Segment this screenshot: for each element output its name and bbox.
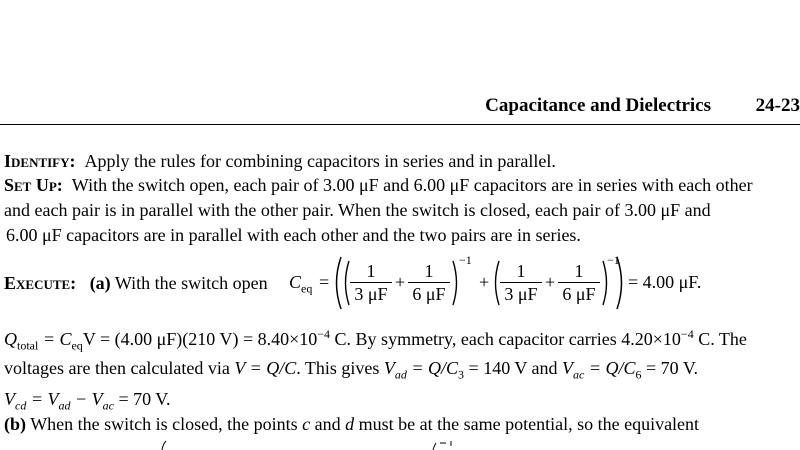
execute-line: Execute: (a) With the switch open <box>4 272 268 294</box>
inner-right-paren-2 <box>602 260 608 306</box>
part-a-label: (a) <box>89 273 111 293</box>
running-head-title: Capacitance and Dielectrics <box>485 95 711 116</box>
setup-line-1: Set Up: With the switch open, each pair … <box>4 174 753 196</box>
plus-sign-1: + <box>395 272 406 292</box>
execute-label: Execute: <box>4 273 77 293</box>
setup-text-1: With the switch open, each pair of 3.00 … <box>71 175 753 195</box>
equation-result: = 4.00 μF. <box>628 272 702 292</box>
setup-label: Set Up: <box>4 175 63 195</box>
setup-line-3: 6.00 μF capacitors are in parallel with … <box>6 225 581 245</box>
equals-sign: = <box>319 272 330 292</box>
identify-paragraph: Identify: Apply the rules for combining … <box>4 150 556 172</box>
execute-intro: With the switch open <box>114 273 268 293</box>
page-number: 24-23 <box>755 95 800 116</box>
voltages-line: voltages are then calculated via V = Q/C… <box>4 358 699 382</box>
ceq-symbol: Ceq <box>289 272 313 296</box>
part-b-line: (b) When the switch is closed, the point… <box>4 414 700 434</box>
identify-label: Identify: <box>4 151 76 171</box>
outer-right-paren <box>616 256 623 310</box>
plus-sign-2: + <box>479 272 490 292</box>
inner-right-paren-1 <box>452 260 458 306</box>
running-head: Capacitance and Dielectrics 24-23 <box>0 95 800 119</box>
qtotal-line: Qtotal = CeqV = (4.00 μF)(210 V) = 8.40×… <box>4 327 747 353</box>
part-b-label: (b) <box>4 414 26 434</box>
exponent-1: −1 <box>459 253 472 267</box>
header-rule <box>0 124 800 125</box>
vcd-line: Vcd = Vad − Vac = 70 V. <box>4 389 171 413</box>
next-equation-fragment <box>161 440 452 450</box>
setup-line-2: and each pair is in parallel with the ot… <box>4 200 711 220</box>
inner-left-paren-1 <box>344 260 350 306</box>
identify-text: Apply the rules for combining capacitors… <box>84 151 556 171</box>
exponent-2: −1 <box>607 253 620 267</box>
inner-left-paren-2 <box>494 260 500 306</box>
plus-sign-3: + <box>545 272 556 292</box>
outer-left-paren <box>335 256 342 310</box>
